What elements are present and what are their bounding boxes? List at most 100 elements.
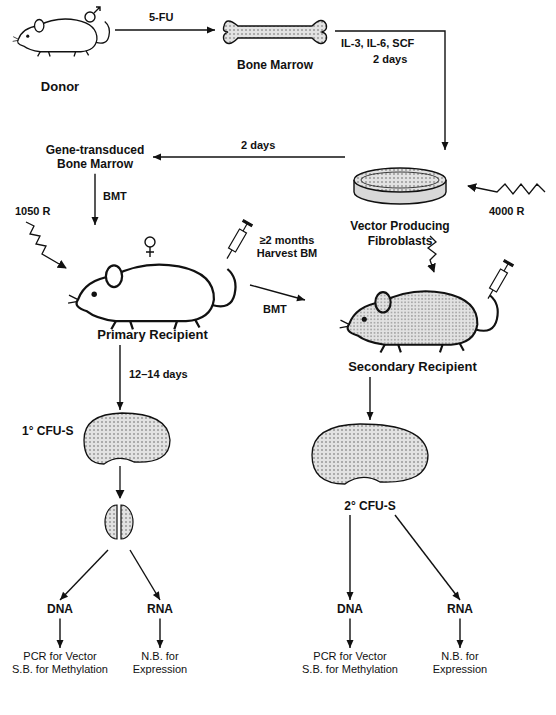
annotation-label: 4000 R (488, 205, 525, 218)
male-symbol (85, 7, 100, 22)
arrow-line (153, 156, 345, 157)
node-label: DNA (47, 602, 73, 616)
text-node: RNA (444, 600, 476, 618)
node-label: Donor (41, 79, 79, 95)
arrow-head (60, 592, 68, 600)
flow-arrow (250, 285, 305, 301)
text-node: PCR for Vector S.B. for Methylation (299, 648, 402, 678)
node-label: DNA (337, 602, 363, 616)
node-label: 2° CFU-S (344, 499, 395, 513)
arrow-line (60, 550, 108, 600)
illustrated-node: 2° CFU-S (300, 420, 440, 515)
flow-arrow (130, 550, 160, 600)
arrow-head (157, 640, 164, 648)
node-label: RNA (447, 602, 473, 616)
primary-mouse (68, 220, 252, 330)
female-symbol (145, 237, 155, 257)
spleen-half (121, 505, 133, 539)
flow-arrow (395, 515, 460, 600)
node-label: Vector Producing Fibroblasts (345, 219, 455, 248)
text-node: PCR for Vector S.B. for Methylation (9, 648, 112, 678)
arrow-head (207, 27, 215, 34)
arrow-label: BMT (102, 190, 128, 203)
flow-arrow (457, 618, 464, 648)
illustrated-node: Bone Marrow (215, 14, 335, 74)
node-label: RNA (147, 602, 173, 616)
text-node: DNA (44, 600, 76, 618)
arrow-line (130, 550, 160, 600)
flow-arrow (115, 27, 215, 34)
arrow-line (349, 515, 350, 600)
illustrated-node: 1° CFU-S (20, 410, 180, 550)
culture-dish (354, 168, 446, 204)
arrow-head (92, 217, 99, 225)
arrow-line (335, 31, 445, 150)
flow-arrow (347, 515, 354, 600)
node-label: N.B. for Expression (425, 650, 495, 676)
arrow-head (296, 295, 305, 302)
arrow-label: 12–14 days (128, 368, 189, 381)
mouse-drawing (340, 291, 498, 352)
text-node: N.B. for Expression (122, 648, 198, 678)
arrow-head (153, 154, 161, 161)
irradiation-zigzag (468, 184, 545, 194)
flow-arrow (92, 174, 99, 225)
node-label: PCR for Vector S.B. for Methylation (12, 650, 109, 676)
arrow-head (347, 640, 354, 648)
flow-arrow (157, 618, 164, 648)
donor-mouse (13, 7, 110, 56)
flow-arrow (347, 618, 354, 648)
arrow-head (347, 592, 354, 600)
flow-arrow (57, 618, 64, 648)
arrow-head (57, 640, 64, 648)
arrow-head (452, 592, 460, 600)
mouse-drawing (13, 19, 110, 56)
flow-arrow (60, 550, 108, 600)
step-arrow (119, 466, 120, 498)
annotation-label: 1050 R (14, 205, 51, 218)
flow-arrow (117, 345, 124, 410)
flow-arrow (367, 377, 374, 420)
arrow-label: IL-3, IL-6, SCF (340, 37, 415, 50)
arrow-label: 2 days (240, 139, 276, 152)
text-node: Gene-transduced Bone Marrow (37, 141, 153, 174)
syringe (484, 260, 514, 301)
irradiation-zigzag (26, 222, 66, 268)
illustrated-node: Secondary Recipient (305, 262, 520, 377)
primary-spleen (84, 413, 170, 539)
text-node: RNA (144, 600, 176, 618)
node-label: Bone Marrow (237, 58, 313, 72)
node-label: Gene-transduced Bone Marrow (40, 143, 150, 172)
illustrated-node: Vector Producing Fibroblasts (345, 150, 455, 250)
secondary-mouse (340, 236, 514, 352)
spleen-drawing (84, 413, 170, 464)
spleen-drawing (312, 424, 428, 484)
text-node: DNA (334, 600, 366, 618)
illustrated-node: Donor (5, 5, 115, 97)
arrow-head (117, 402, 124, 410)
syringe (223, 220, 253, 261)
annotation-label: BMT (262, 303, 288, 316)
flow-arrow (153, 154, 345, 161)
node-label: 1° CFU-S (22, 424, 73, 438)
text-node: N.B. for Expression (422, 648, 498, 678)
node-label: N.B. for Expression (125, 650, 195, 676)
arrow-line (115, 29, 215, 30)
node-label: Secondary Recipient (348, 359, 477, 375)
illustrated-node: Primary Recipient (55, 225, 250, 345)
bone-drawing (224, 20, 327, 43)
mouse-drawing (68, 265, 235, 330)
annotation-label: 2 days (372, 53, 408, 66)
arrow-label: ≥2 months Harvest BM (253, 234, 321, 260)
arrow-line (395, 515, 460, 600)
arrow-head (153, 591, 160, 600)
arrow-head (457, 640, 464, 648)
node-label: PCR for Vector S.B. for Methylation (302, 650, 399, 676)
arrow-head (442, 142, 449, 150)
arrow-head (367, 412, 374, 420)
flow-arrow (335, 31, 449, 150)
spleen-half (105, 505, 117, 539)
node-label: Primary Recipient (97, 327, 208, 343)
arrow-line (250, 285, 305, 300)
arrow-line (119, 345, 120, 410)
